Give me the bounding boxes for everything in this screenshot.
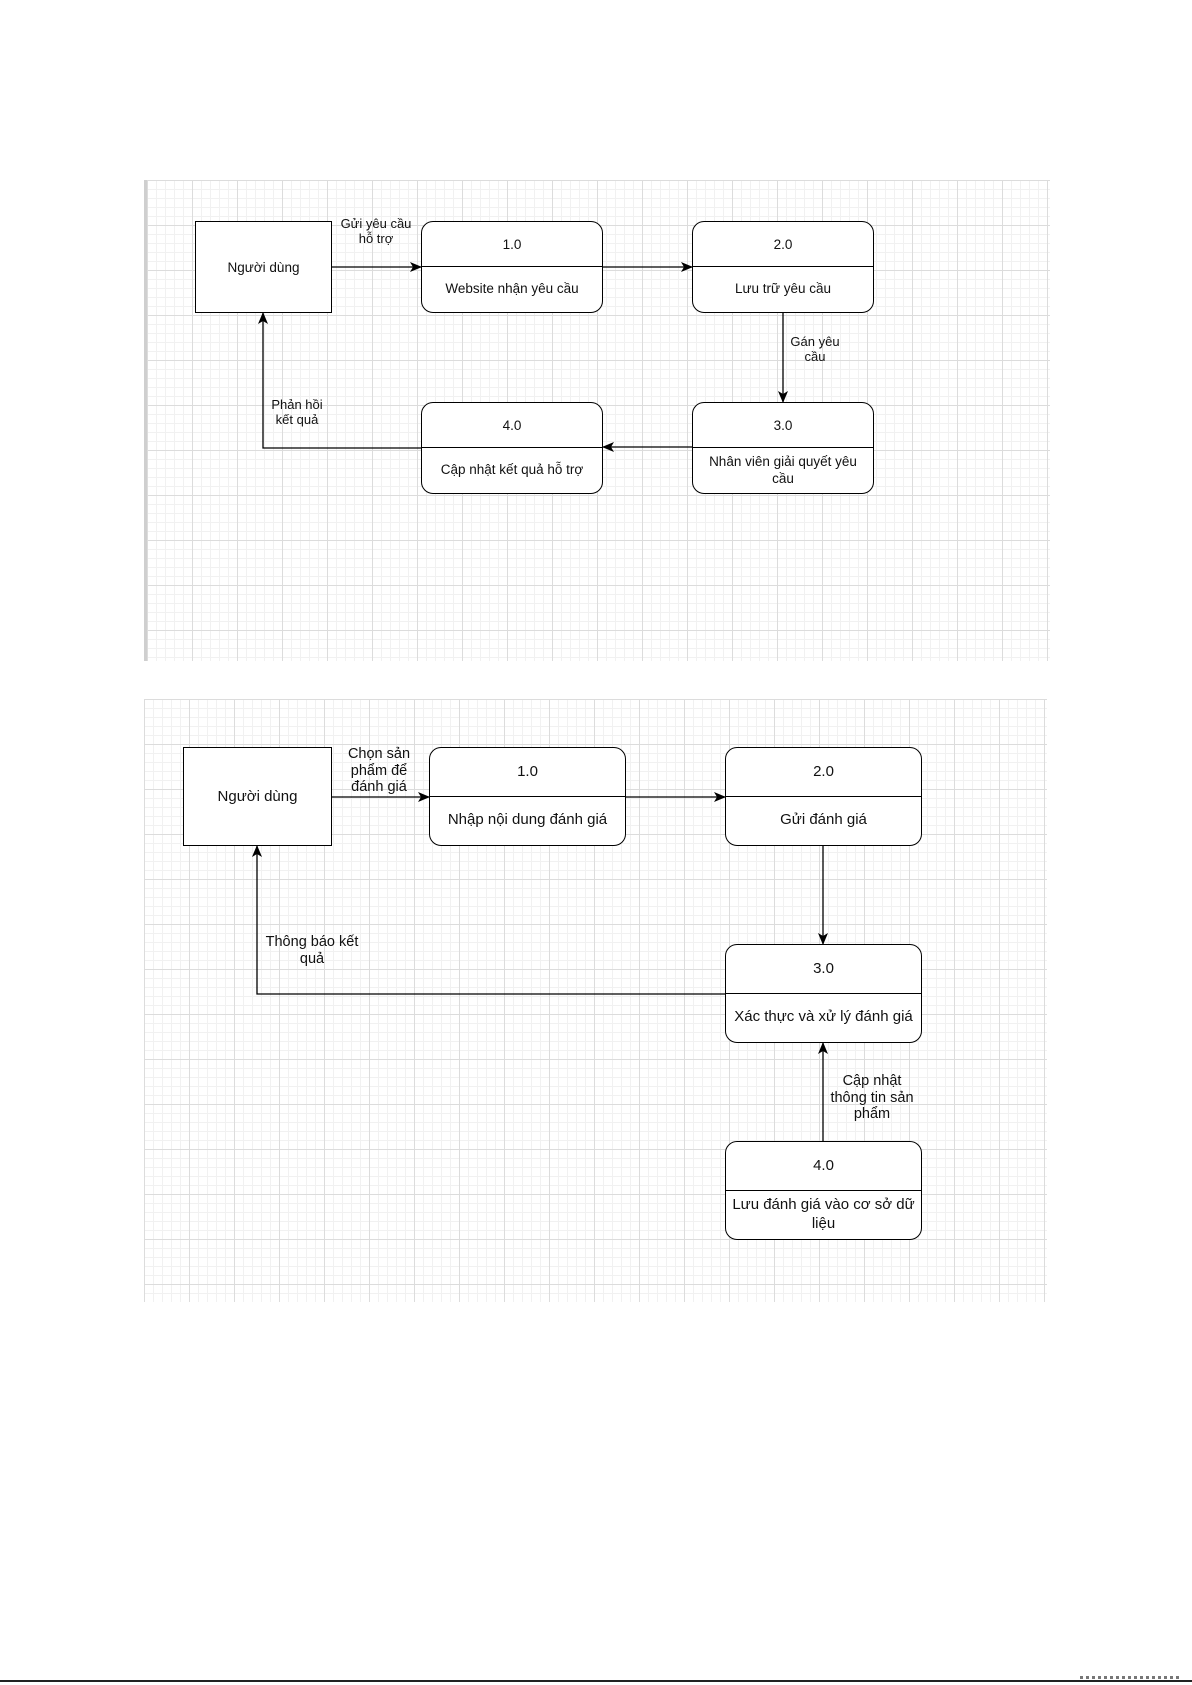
process-name: Website nhận yêu cầu: [445, 281, 579, 297]
process-4-0[interactable]: 4.0 Lưu đánh giá vào cơ sở dữ liệu: [725, 1141, 922, 1240]
entity-user-label: Người dùng: [217, 788, 298, 805]
process-number: 3.0: [726, 945, 921, 994]
entity-user[interactable]: Người dùng: [183, 747, 332, 846]
entity-user-label: Người dùng: [227, 259, 300, 275]
flow-label-reply-result: Phản hồi kết quả: [271, 397, 323, 427]
process-number: 4.0: [422, 403, 602, 448]
flow-label-choose-product: Chọn sản phẩm để đánh giá: [347, 746, 411, 796]
flow-label-assign-request: Gán yêu cầu: [790, 334, 840, 364]
process-name: Cập nhật kết quả hỗ trợ: [440, 462, 584, 478]
flow-label-update-product: Cập nhật thông tin sản phẩm: [830, 1073, 914, 1123]
page-footer-mark: [1080, 1676, 1180, 1679]
process-number: 3.0: [693, 403, 873, 448]
process-1-0[interactable]: 1.0 Nhập nội dung đánh giá: [429, 747, 626, 846]
process-name: Lưu đánh giá vào cơ sở dữ liệu: [732, 1196, 915, 1232]
process-name: Nhập nội dung đánh giá: [447, 811, 608, 829]
process-number: 1.0: [430, 748, 625, 797]
page-bottom-rule: [0, 1680, 1192, 1682]
process-1-0[interactable]: 1.0 Website nhận yêu cầu: [421, 221, 603, 313]
process-name: Xác thực và xử lý đánh giá: [734, 1008, 913, 1026]
process-2-0[interactable]: 2.0 Gửi đánh giá: [725, 747, 922, 846]
process-3-0[interactable]: 3.0 Nhân viên giải quyết yêu cầu: [692, 402, 874, 494]
process-number: 1.0: [422, 222, 602, 267]
process-number: 2.0: [726, 748, 921, 797]
flow-label-notify-result: Thông báo kết quả: [265, 934, 359, 967]
process-2-0[interactable]: 2.0 Lưu trữ yêu cầu: [692, 221, 874, 313]
process-name: Gửi đánh giá: [780, 811, 867, 829]
flow-label-send-request: Gửi yêu cầu hỗ trợ: [340, 216, 412, 246]
process-4-0[interactable]: 4.0 Cập nhật kết quả hỗ trợ: [421, 402, 603, 494]
process-name: Nhân viên giải quyết yêu cầu: [709, 453, 857, 486]
entity-user[interactable]: Người dùng: [195, 221, 332, 313]
process-3-0[interactable]: 3.0 Xác thực và xử lý đánh giá: [725, 944, 922, 1043]
process-number: 4.0: [726, 1142, 921, 1191]
process-number: 2.0: [693, 222, 873, 267]
process-name: Lưu trữ yêu cầu: [734, 281, 832, 297]
